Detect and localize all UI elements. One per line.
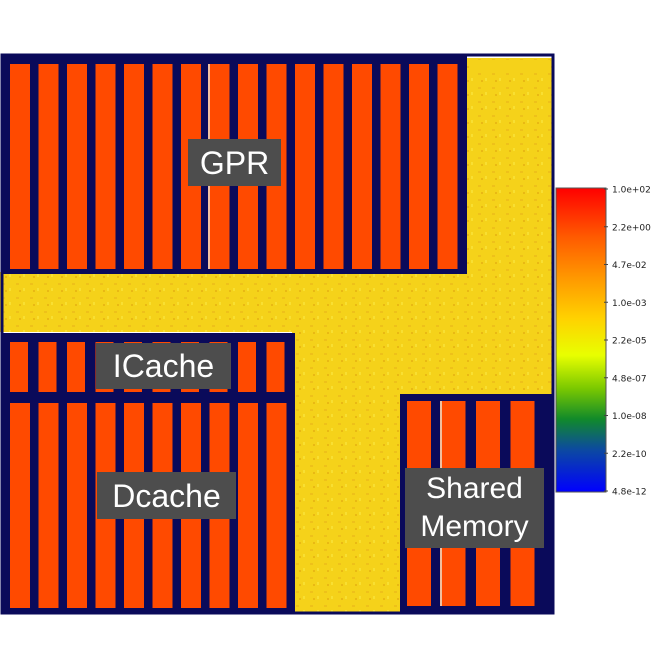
gpr-column xyxy=(295,64,315,269)
dcache-column xyxy=(67,403,87,608)
dcache-column xyxy=(238,403,258,608)
dcache-label-text: Dcache xyxy=(112,478,221,514)
shared-memory-label: Shared Memory xyxy=(405,468,544,548)
logic-area xyxy=(0,58,553,612)
icache-column xyxy=(38,342,57,392)
colorbar-tick-label: 4.7e-02 xyxy=(612,261,647,271)
dcache-column xyxy=(266,403,287,608)
colorbar-tick-label: 2.2e-05 xyxy=(612,337,647,347)
colorbar-tick-label: 2.2e-10 xyxy=(612,450,647,460)
colorbar-gradient xyxy=(555,187,607,493)
gpr-label-box xyxy=(188,139,281,186)
colorbar-ticks: 1.0e+02 2.2e+00 4.7e-02 1.0e-03 2.2e-05 4.8e-… xyxy=(604,186,651,498)
colorbar-tick-label: 4.8e-07 xyxy=(612,374,647,384)
gpr-column xyxy=(437,64,458,269)
logic-junction xyxy=(380,330,552,400)
gpr-column xyxy=(67,64,87,269)
gpr-column xyxy=(323,64,344,269)
shared-memory-label-line1: Shared xyxy=(426,472,523,505)
gpr-label-text: GPR xyxy=(200,145,269,181)
icache-label-text: ICache xyxy=(113,348,214,384)
gpr-column xyxy=(352,64,372,269)
icache-label: ICache xyxy=(96,343,231,389)
icache-label-box xyxy=(96,343,231,389)
colorbar-tick-label: 1.0e-03 xyxy=(612,299,647,309)
colorbar-tick-label: 2.2e+00 xyxy=(612,223,651,233)
shared-memory-label-box xyxy=(405,468,544,548)
icache-column xyxy=(266,342,285,392)
icache-column xyxy=(67,342,85,392)
gpr-column xyxy=(380,64,401,269)
logic-top-edge xyxy=(470,60,550,68)
colorbar-tick-label: 1.0e+02 xyxy=(612,186,651,196)
gpr-column xyxy=(124,64,144,269)
dcache-label: Dcache xyxy=(97,472,236,519)
gpr-column xyxy=(38,64,59,269)
dcache-column xyxy=(38,403,59,608)
gpr-column xyxy=(95,64,116,269)
dcache-label-box xyxy=(97,472,236,519)
die-border xyxy=(0,53,555,615)
dcache-column xyxy=(10,403,30,608)
colorbar-tick-label: 1.0e-08 xyxy=(612,412,647,422)
gpr-column xyxy=(409,64,429,269)
shared-memory-label-line2: Memory xyxy=(420,510,528,543)
colorbar: 1.0e+02 2.2e+00 4.7e-02 1.0e-03 2.2e-05 4.8e-… xyxy=(555,186,651,498)
icache-column xyxy=(10,342,28,392)
gpr-column xyxy=(10,64,30,269)
icache-column xyxy=(238,342,256,392)
colorbar-tick-label: 4.8e-12 xyxy=(612,488,647,498)
gpr-column xyxy=(152,64,173,269)
gpr-label: GPR xyxy=(188,139,281,186)
